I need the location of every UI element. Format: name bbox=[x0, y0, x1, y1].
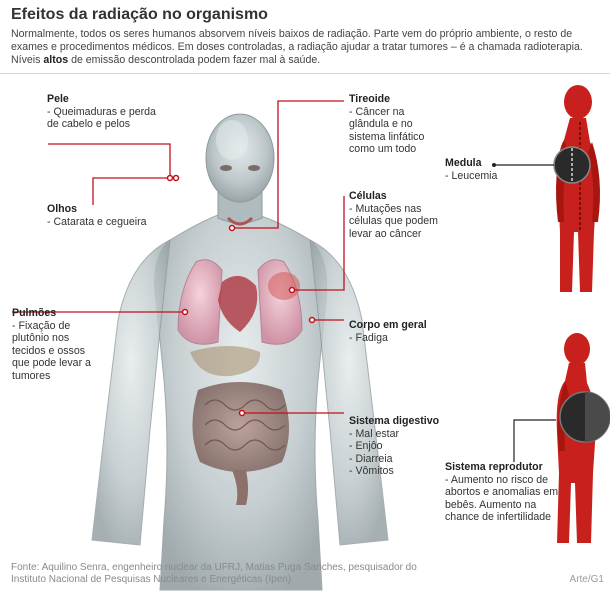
label-tireoide-item-4: como um todo bbox=[349, 143, 417, 155]
label-olhos-item-1: - Catarata e cegueira bbox=[47, 215, 147, 228]
label-pulmoes-item-3: tecidos e ossos bbox=[12, 344, 86, 357]
left-eye bbox=[220, 165, 232, 171]
label-pele-item-2: de cabelo e pelos bbox=[47, 118, 131, 130]
page-title: Efeitos da radiação no organismo bbox=[11, 6, 268, 23]
label-corpo-heading: Corpo em geral bbox=[349, 319, 427, 331]
heart bbox=[218, 275, 258, 332]
label-reprodutor-item-1: - Aumento no risco de bbox=[445, 473, 549, 486]
label-pele: Pele - Queimaduras e perda de cabelo e p… bbox=[47, 93, 156, 131]
label-olhos: Olhos - Catarata e cegueira bbox=[47, 203, 147, 228]
intro-bold-word: altos bbox=[43, 54, 69, 66]
label-olhos-heading: Olhos bbox=[47, 203, 78, 215]
label-pele-item-1: - Queimaduras e perda bbox=[47, 105, 156, 118]
dot-celulas bbox=[288, 286, 296, 294]
intestine-coils bbox=[204, 399, 286, 451]
reprodutor-leader bbox=[513, 419, 556, 462]
label-tireoide: Tireoide - Câncer na glândula e no siste… bbox=[349, 93, 424, 156]
shoulder-spot bbox=[268, 272, 300, 300]
label-pele-heading: Pele bbox=[47, 93, 69, 105]
line-olhos bbox=[92, 177, 176, 205]
label-corpo-item-1: - Fadiga bbox=[349, 331, 388, 344]
dot-tireoide bbox=[228, 224, 236, 232]
label-tireoide-item-3: sistema linfático bbox=[349, 130, 425, 143]
label-medula-heading: Medula bbox=[445, 157, 482, 169]
liver bbox=[190, 346, 261, 377]
line-pele bbox=[48, 143, 171, 178]
label-corpo: Corpo em geral - Fadiga bbox=[349, 319, 427, 344]
intestines bbox=[192, 382, 289, 472]
label-pulmoes-item-5: tumores bbox=[12, 369, 51, 382]
source-note: Fonte: Aquilino Senra, engenheiro nuclea… bbox=[11, 562, 417, 585]
label-celulas-item-2: células que podem bbox=[349, 215, 438, 227]
label-pulmoes-item-4: que pode levar a bbox=[12, 357, 91, 369]
label-pulmoes-heading: Pulmões bbox=[12, 307, 57, 319]
art-credit: Arte/G1 bbox=[569, 574, 604, 585]
right-arm bbox=[309, 239, 389, 546]
label-digestivo-item-2: - Enjôo bbox=[349, 440, 383, 452]
label-reprodutor: Sistema reprodutor - Aumento no risco de… bbox=[445, 461, 558, 524]
line-tireoide bbox=[232, 100, 344, 229]
left-arm bbox=[91, 239, 171, 546]
label-tireoide-item-2: glândula e no bbox=[349, 118, 413, 130]
reproductive-figure bbox=[556, 333, 610, 543]
intro-paragraph: Normalmente, todos os seres humanos abso… bbox=[11, 28, 603, 67]
label-pulmoes: Pulmões - Fixação de plutônio nos tecido… bbox=[12, 307, 91, 382]
dot-digestivo bbox=[238, 409, 246, 417]
label-medula-item-1: - Leucemia bbox=[445, 169, 498, 182]
label-reprodutor-item-2: abortos e anomalias em bbox=[445, 486, 559, 498]
label-celulas-item-1: - Mutações nas bbox=[349, 202, 422, 215]
dot-olhos bbox=[172, 174, 180, 182]
label-digestivo-item-3: - Diarreia bbox=[349, 452, 393, 465]
label-pulmoes-item-1: - Fixação de bbox=[12, 319, 71, 332]
line-celulas bbox=[292, 196, 345, 291]
intro-text-1: Normalmente, todos os seres humanos abso… bbox=[11, 28, 583, 66]
label-tireoide-heading: Tireoide bbox=[349, 93, 391, 105]
dot-pele bbox=[166, 174, 174, 182]
label-digestivo-heading: Sistema digestivo bbox=[349, 415, 440, 427]
label-pulmoes-item-2: plutônio nos bbox=[12, 332, 70, 344]
marrow-figure bbox=[553, 85, 600, 292]
label-reprodutor-item-3: bebês. Aumento na bbox=[445, 498, 537, 511]
label-digestivo-item-4: - Vômitos bbox=[349, 465, 394, 477]
intro-text-2: de emissão descontrolada podem fazer mal… bbox=[68, 54, 321, 66]
right-eye bbox=[248, 165, 260, 171]
body-illustration bbox=[12, 100, 389, 591]
label-reprodutor-item-4: chance de infertilidade bbox=[445, 511, 552, 523]
dot-corpo bbox=[308, 316, 316, 324]
label-celulas-heading: Células bbox=[349, 190, 387, 202]
header-divider bbox=[0, 73, 610, 74]
thyroid bbox=[226, 216, 254, 226]
rectum bbox=[232, 470, 248, 505]
label-digestivo: Sistema digestivo - Mal estar - Enjôo - … bbox=[349, 415, 439, 478]
dot-pulmoes bbox=[181, 308, 189, 316]
label-reprodutor-heading: Sistema reprodutor bbox=[445, 461, 543, 473]
label-celulas: Células - Mutações nas células que podem… bbox=[349, 190, 438, 240]
left-lung bbox=[177, 259, 223, 345]
medula-leader bbox=[492, 163, 554, 167]
label-celulas-item-3: levar ao câncer bbox=[349, 227, 422, 240]
label-medula: Medula - Leucemia bbox=[445, 157, 497, 182]
label-tireoide-item-1: - Câncer na bbox=[349, 105, 405, 118]
head-highlight bbox=[216, 120, 248, 160]
label-digestivo-item-1: - Mal estar bbox=[349, 427, 400, 440]
